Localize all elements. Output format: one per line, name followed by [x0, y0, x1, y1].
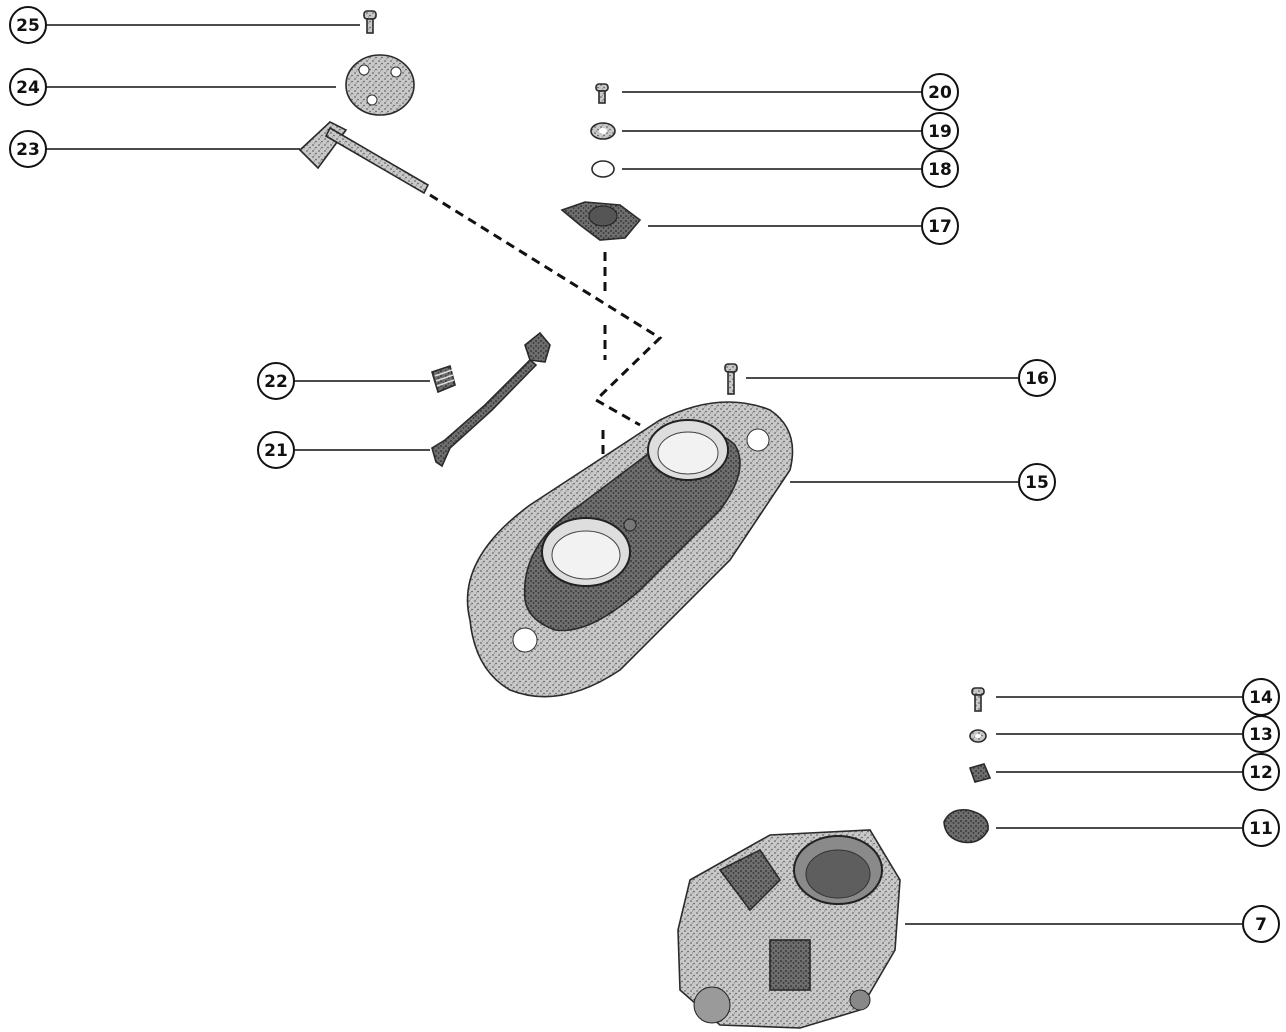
- callout-23: 23: [9, 130, 47, 168]
- callout-12: 12: [1242, 753, 1280, 791]
- callout-19-label: 19: [928, 122, 952, 142]
- part-25-screw: [363, 10, 377, 34]
- callout-20: 20: [921, 73, 959, 111]
- part-7-carburetor-body: [677, 829, 901, 1029]
- callout-17-label: 17: [928, 217, 952, 237]
- part-16-screw: [724, 363, 738, 395]
- part-12-nut: [968, 763, 992, 783]
- part-11-bushing: [943, 808, 989, 844]
- callout-16-label: 16: [1025, 369, 1049, 389]
- part-14-screw: [971, 687, 985, 712]
- callout-15: 15: [1018, 463, 1056, 501]
- callout-16: 16: [1018, 359, 1056, 397]
- part-19-washer: [590, 122, 616, 140]
- callout-7-label: 7: [1255, 915, 1267, 935]
- part-21-link-rod: [431, 331, 551, 468]
- callout-12-label: 12: [1249, 763, 1273, 783]
- callout-17: 17: [921, 207, 959, 245]
- part-18-ring: [591, 160, 615, 178]
- callout-15-label: 15: [1025, 473, 1049, 493]
- part-20-screw: [595, 83, 609, 104]
- assembly-guide-lines: [429, 193, 663, 455]
- callout-13-label: 13: [1249, 725, 1273, 745]
- callout-11-label: 11: [1249, 819, 1273, 839]
- part-23-shaft-lever: [298, 121, 430, 195]
- callout-21-label: 21: [264, 441, 288, 461]
- callout-19: 19: [921, 112, 959, 150]
- callout-25: 25: [9, 6, 47, 44]
- callout-24: 24: [9, 68, 47, 106]
- callout-7: 7: [1242, 905, 1280, 943]
- callout-22-label: 22: [264, 372, 288, 392]
- callout-24-label: 24: [16, 78, 40, 98]
- callout-20-label: 20: [928, 83, 952, 103]
- callout-18: 18: [921, 150, 959, 188]
- callout-18-label: 18: [928, 160, 952, 180]
- callout-25-label: 25: [16, 16, 40, 36]
- callout-21: 21: [257, 431, 295, 469]
- part-15-base-plate: [466, 401, 794, 698]
- callout-14-label: 14: [1249, 688, 1273, 708]
- part-13-washer: [969, 729, 987, 743]
- callout-13: 13: [1242, 715, 1280, 753]
- part-17-bracket: [560, 201, 642, 241]
- callout-14: 14: [1242, 678, 1280, 716]
- leader-lines: [46, 24, 1242, 925]
- callout-23-label: 23: [16, 140, 40, 160]
- callout-22: 22: [257, 362, 295, 400]
- part-22-spring: [431, 364, 456, 394]
- part-24-cover-plate: [345, 54, 415, 116]
- callout-11: 11: [1242, 809, 1280, 847]
